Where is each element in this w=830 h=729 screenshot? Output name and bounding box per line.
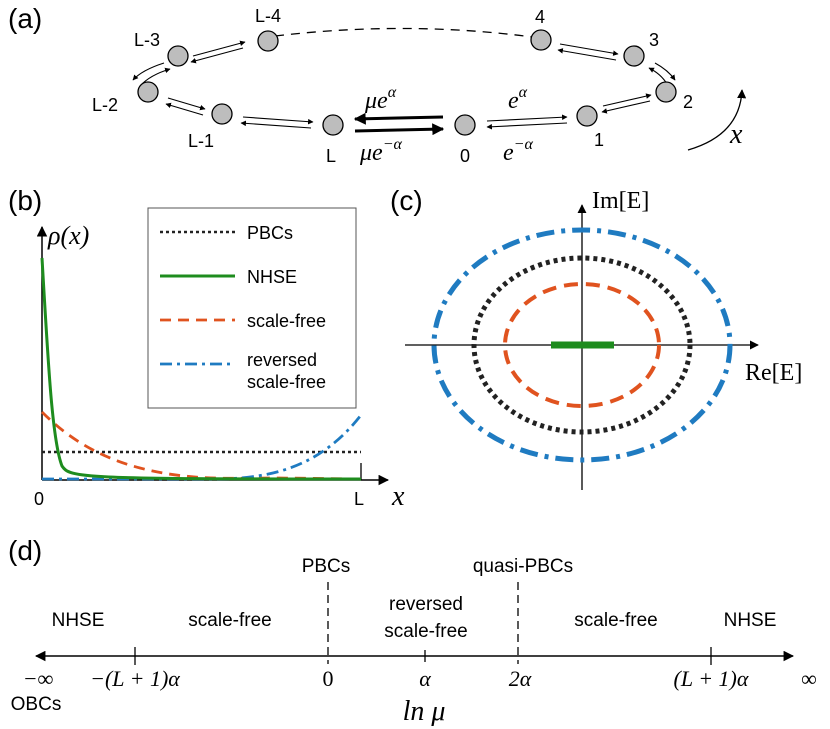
obcs-label: OBCs — [11, 694, 62, 715]
legend-label-scale-free: scale-free — [247, 311, 326, 331]
panel-label-b: (b) — [8, 185, 42, 216]
site-l — [322, 114, 344, 136]
region-reversed-line2: scale-free — [384, 621, 467, 642]
region-nhse-left: NHSE — [52, 610, 105, 631]
x-tick-label-0: 0 — [34, 489, 44, 509]
panel-a: (a) — [8, 3, 747, 166]
tick-pos-inf: ∞ — [801, 666, 817, 691]
label-l-minus-3: L-3 — [134, 30, 160, 50]
site-0 — [454, 114, 476, 136]
label-l: L — [326, 146, 336, 166]
site-4 — [530, 29, 552, 51]
panel-label-d: (d) — [8, 535, 42, 566]
curve-scale-free — [41, 411, 362, 481]
site-3 — [623, 45, 645, 67]
label-l-minus-1: L-1 — [188, 131, 214, 151]
hopping-arrows-right — [486, 43, 676, 130]
label-2: 2 — [683, 92, 693, 112]
axis-label-ln-mu: ln μ — [403, 696, 446, 727]
x-axis-label-b: x — [391, 481, 405, 512]
lattice-sites — [137, 29, 677, 136]
boundary-hopping-arrows — [353, 112, 445, 136]
panel-d: (d) PBCs quasi-PBCs NHSE scale-free reve… — [8, 535, 817, 727]
label-0: 0 — [460, 146, 470, 166]
spectrum-pbcs — [471, 255, 693, 435]
label-3: 3 — [649, 30, 659, 50]
region-labels: PBCs quasi-PBCs NHSE scale-free reversed… — [11, 556, 777, 715]
spectrum-scale-free — [503, 282, 661, 408]
label-boundary-forward: μeα — [364, 84, 397, 114]
tick-zero: 0 — [323, 666, 334, 691]
label-bulk-backward: e−α — [503, 136, 533, 166]
x-tick-label-l: L — [354, 489, 364, 509]
site-labels: L-4 L-3 L-2 L-1 L 0 1 2 3 4 — [92, 6, 693, 166]
site-l-minus-2 — [137, 81, 159, 103]
site-l-minus-1 — [211, 103, 233, 125]
y-axis-label-b: ρ(x) — [47, 221, 89, 250]
tick-alpha: α — [419, 666, 431, 691]
x-axis-label-c: Re[E] — [745, 360, 802, 386]
curve-nhse — [40, 257, 362, 481]
label-4: 4 — [535, 7, 545, 27]
tick-neg-l1-alpha: −(L + 1)α — [90, 666, 180, 691]
panel-label-a: (a) — [8, 3, 42, 34]
ring-dashed-link — [274, 27, 541, 39]
label-bulk-forward: eα — [508, 84, 528, 114]
direction-label: x — [729, 119, 743, 150]
legend-label-nhse: NHSE — [247, 267, 297, 287]
axis-ticks — [134, 647, 712, 665]
panel-c: (c) Im[E] Re[E] — [390, 185, 802, 490]
region-scale-free-left: scale-free — [188, 610, 271, 631]
hopping-labels: μeα μe−α eα e−α — [359, 84, 533, 166]
region-scale-free-right: scale-free — [574, 610, 657, 631]
legend-label-pbcs: PBCs — [247, 223, 293, 243]
label-boundary-backward: μe−α — [359, 136, 403, 166]
site-l-minus-4 — [257, 30, 279, 52]
tick-pos-l1-alpha: (L + 1)α — [674, 666, 749, 691]
region-nhse-right: NHSE — [724, 610, 777, 631]
tick-neg-inf: −∞ — [23, 666, 54, 691]
site-2 — [655, 81, 677, 103]
marker-pbcs: PBCs — [302, 556, 351, 577]
spectrum-reversed-scale-free — [431, 227, 733, 463]
panel-label-c: (c) — [390, 185, 423, 216]
tick-two-alpha: 2α — [509, 666, 532, 691]
panel-b: (b) ρ(x) 0 L x PBCs NHSE scale-free reve… — [8, 185, 405, 512]
region-reversed-line1: reversed — [389, 594, 463, 615]
site-1 — [576, 105, 598, 127]
marker-quasi-pbcs: quasi-PBCs — [473, 556, 573, 577]
label-1: 1 — [594, 130, 604, 150]
site-l-minus-3 — [167, 45, 189, 67]
label-l-minus-4: L-4 — [255, 6, 281, 26]
legend-box — [147, 207, 357, 409]
axis-tick-labels: −∞ −(L + 1)α 0 α 2α (L + 1)α ∞ — [23, 666, 817, 691]
label-l-minus-2: L-2 — [92, 95, 118, 115]
y-axis-label-c: Im[E] — [592, 188, 649, 214]
direction-arrow — [687, 89, 747, 151]
